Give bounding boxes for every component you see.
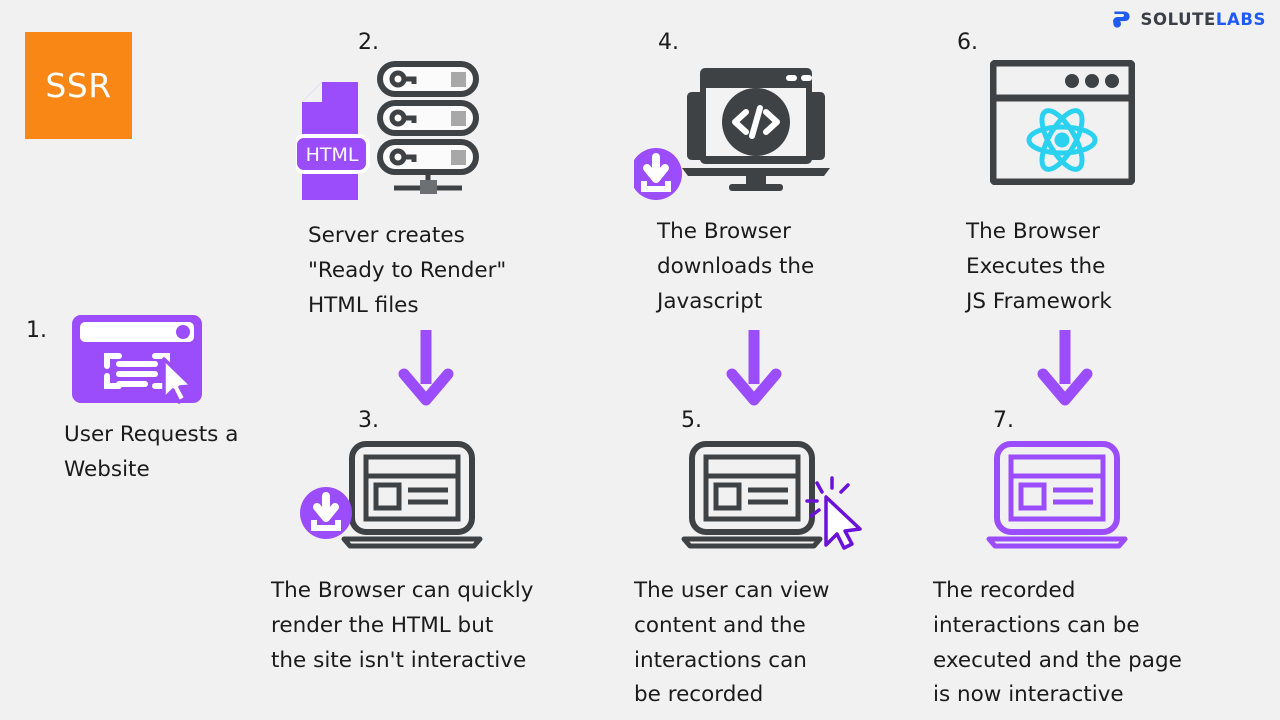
- html-file-label: HTML: [306, 144, 359, 166]
- step-7-caption: The recorded interactions can be execute…: [933, 578, 1182, 708]
- server-rack-icon: [377, 61, 479, 194]
- step-4-number: 4.: [658, 30, 679, 55]
- browser-window-cursor-icon: [71, 314, 203, 408]
- laptop-icon: [341, 441, 483, 549]
- laptop-download-icon: [300, 440, 500, 554]
- laptop-purple-icon: [985, 440, 1145, 556]
- monitor-code-icon: [682, 68, 830, 191]
- step-6-number: 6.: [957, 30, 978, 55]
- step-7-number: 7.: [993, 408, 1014, 433]
- brand-name-part1: SOLUTE: [1140, 9, 1216, 29]
- react-logo-icon: [1026, 108, 1098, 172]
- monitor-code-download-icon: [630, 60, 834, 204]
- arrow-step6-to-step7: [1035, 328, 1095, 410]
- laptop-icon: [681, 441, 823, 549]
- step-1-number: 1.: [26, 318, 47, 343]
- window-dots-icon: [1065, 74, 1119, 88]
- brand-name: SOLUTELABS: [1140, 10, 1266, 29]
- step-6-caption: The Browser Executes the JS Framework: [966, 219, 1112, 314]
- step-5-caption: The user can view content and the intera…: [634, 578, 830, 708]
- solutelabs-logo-icon: [1113, 11, 1131, 28]
- html-file-icon: HTML: [293, 82, 370, 202]
- laptop-click-cursor-icon: [680, 440, 870, 559]
- step-3-number: 3.: [358, 408, 379, 433]
- step-3-caption: The Browser can quickly render the HTML …: [271, 578, 534, 673]
- arrow-step4-to-step5: [724, 328, 784, 410]
- download-badge-icon: [300, 487, 352, 539]
- arrow-step2-to-step3: [396, 328, 456, 410]
- ssr-badge-label: SSR: [45, 66, 112, 105]
- brand-logo: SOLUTELABS: [1111, 8, 1266, 30]
- download-badge-icon: [630, 148, 682, 200]
- browser-react-logo-icon: [989, 59, 1136, 189]
- ssr-badge: SSR: [25, 32, 132, 139]
- step-2-number: 2.: [358, 30, 379, 55]
- step-5-number: 5.: [681, 408, 702, 433]
- server-rack-html-file-icon: HTML: [293, 60, 486, 204]
- step-1-caption: User Requests a Website: [64, 422, 239, 482]
- brand-name-part2: LABS: [1215, 9, 1266, 29]
- click-cursor-icon: [805, 476, 862, 550]
- step-4-caption: The Browser downloads the Javascript: [657, 219, 815, 314]
- step-2-caption: Server creates "Ready to Render" HTML fi…: [308, 223, 507, 318]
